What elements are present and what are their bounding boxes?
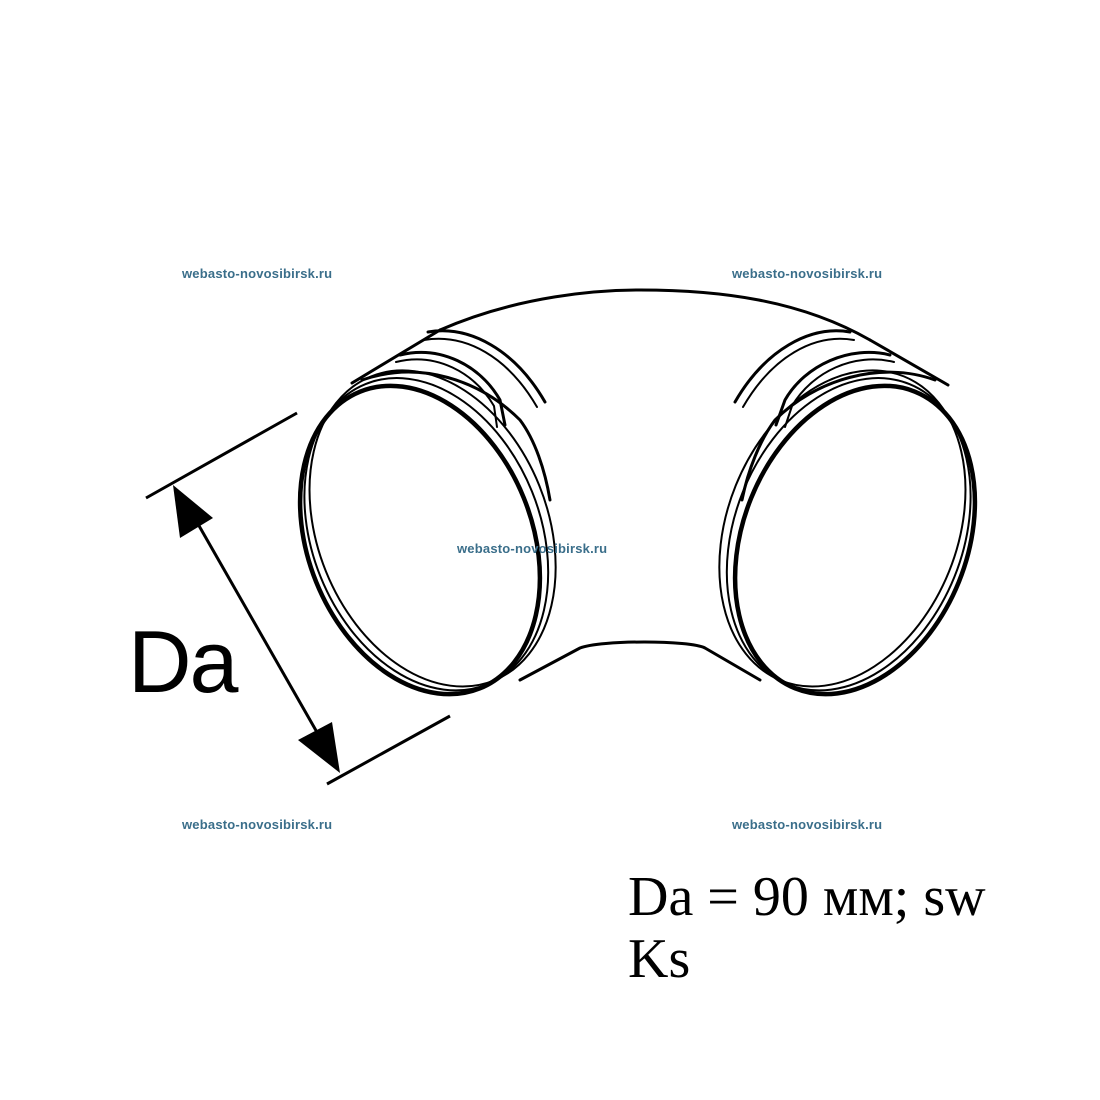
- right-socket-edge: [868, 338, 950, 387]
- elbow-crotch-outline: [518, 640, 762, 682]
- left-groove-2b: [395, 358, 498, 428]
- spec-line-2: Ks: [628, 928, 691, 990]
- dimension-line: [188, 509, 332, 756]
- right-socket-opening: [718, 369, 978, 697]
- left-socket-edge: [350, 328, 442, 385]
- left-groove-3b: [423, 337, 538, 408]
- watermark-top-left: webasto-novosibirsk.ru: [182, 266, 333, 281]
- extension-line-top: [145, 411, 298, 500]
- extension-line-bottom: [326, 714, 451, 786]
- left-socket-opening: [297, 369, 557, 697]
- dimension-da: [145, 411, 451, 786]
- arrowhead-top-icon: [173, 485, 213, 538]
- dimension-label-da: Da: [128, 612, 238, 711]
- left-groove-1: [360, 370, 552, 502]
- left-groove-3a: [426, 329, 547, 404]
- watermark-bottom-left: webasto-novosibirsk.ru: [182, 817, 333, 832]
- right-groove-3a: [733, 329, 852, 404]
- spec-text: Da = 90 мм; sw Ks: [628, 866, 986, 990]
- left-groove-2a: [398, 350, 507, 427]
- right-groove-2b: [784, 358, 895, 428]
- watermark-top-right: webasto-novosibirsk.ru: [732, 266, 883, 281]
- watermark-bottom-right: webasto-novosibirsk.ru: [732, 817, 883, 832]
- elbow-top-outline: [438, 288, 872, 342]
- spec-line-1: Da = 90 мм; sw: [628, 866, 986, 928]
- right-groove-1: [740, 370, 937, 502]
- arrowhead-bottom-icon: [298, 722, 340, 773]
- right-groove-3b: [742, 337, 855, 408]
- right-groove-2a: [774, 350, 892, 427]
- watermark-center: webasto-novosibirsk.ru: [457, 541, 608, 556]
